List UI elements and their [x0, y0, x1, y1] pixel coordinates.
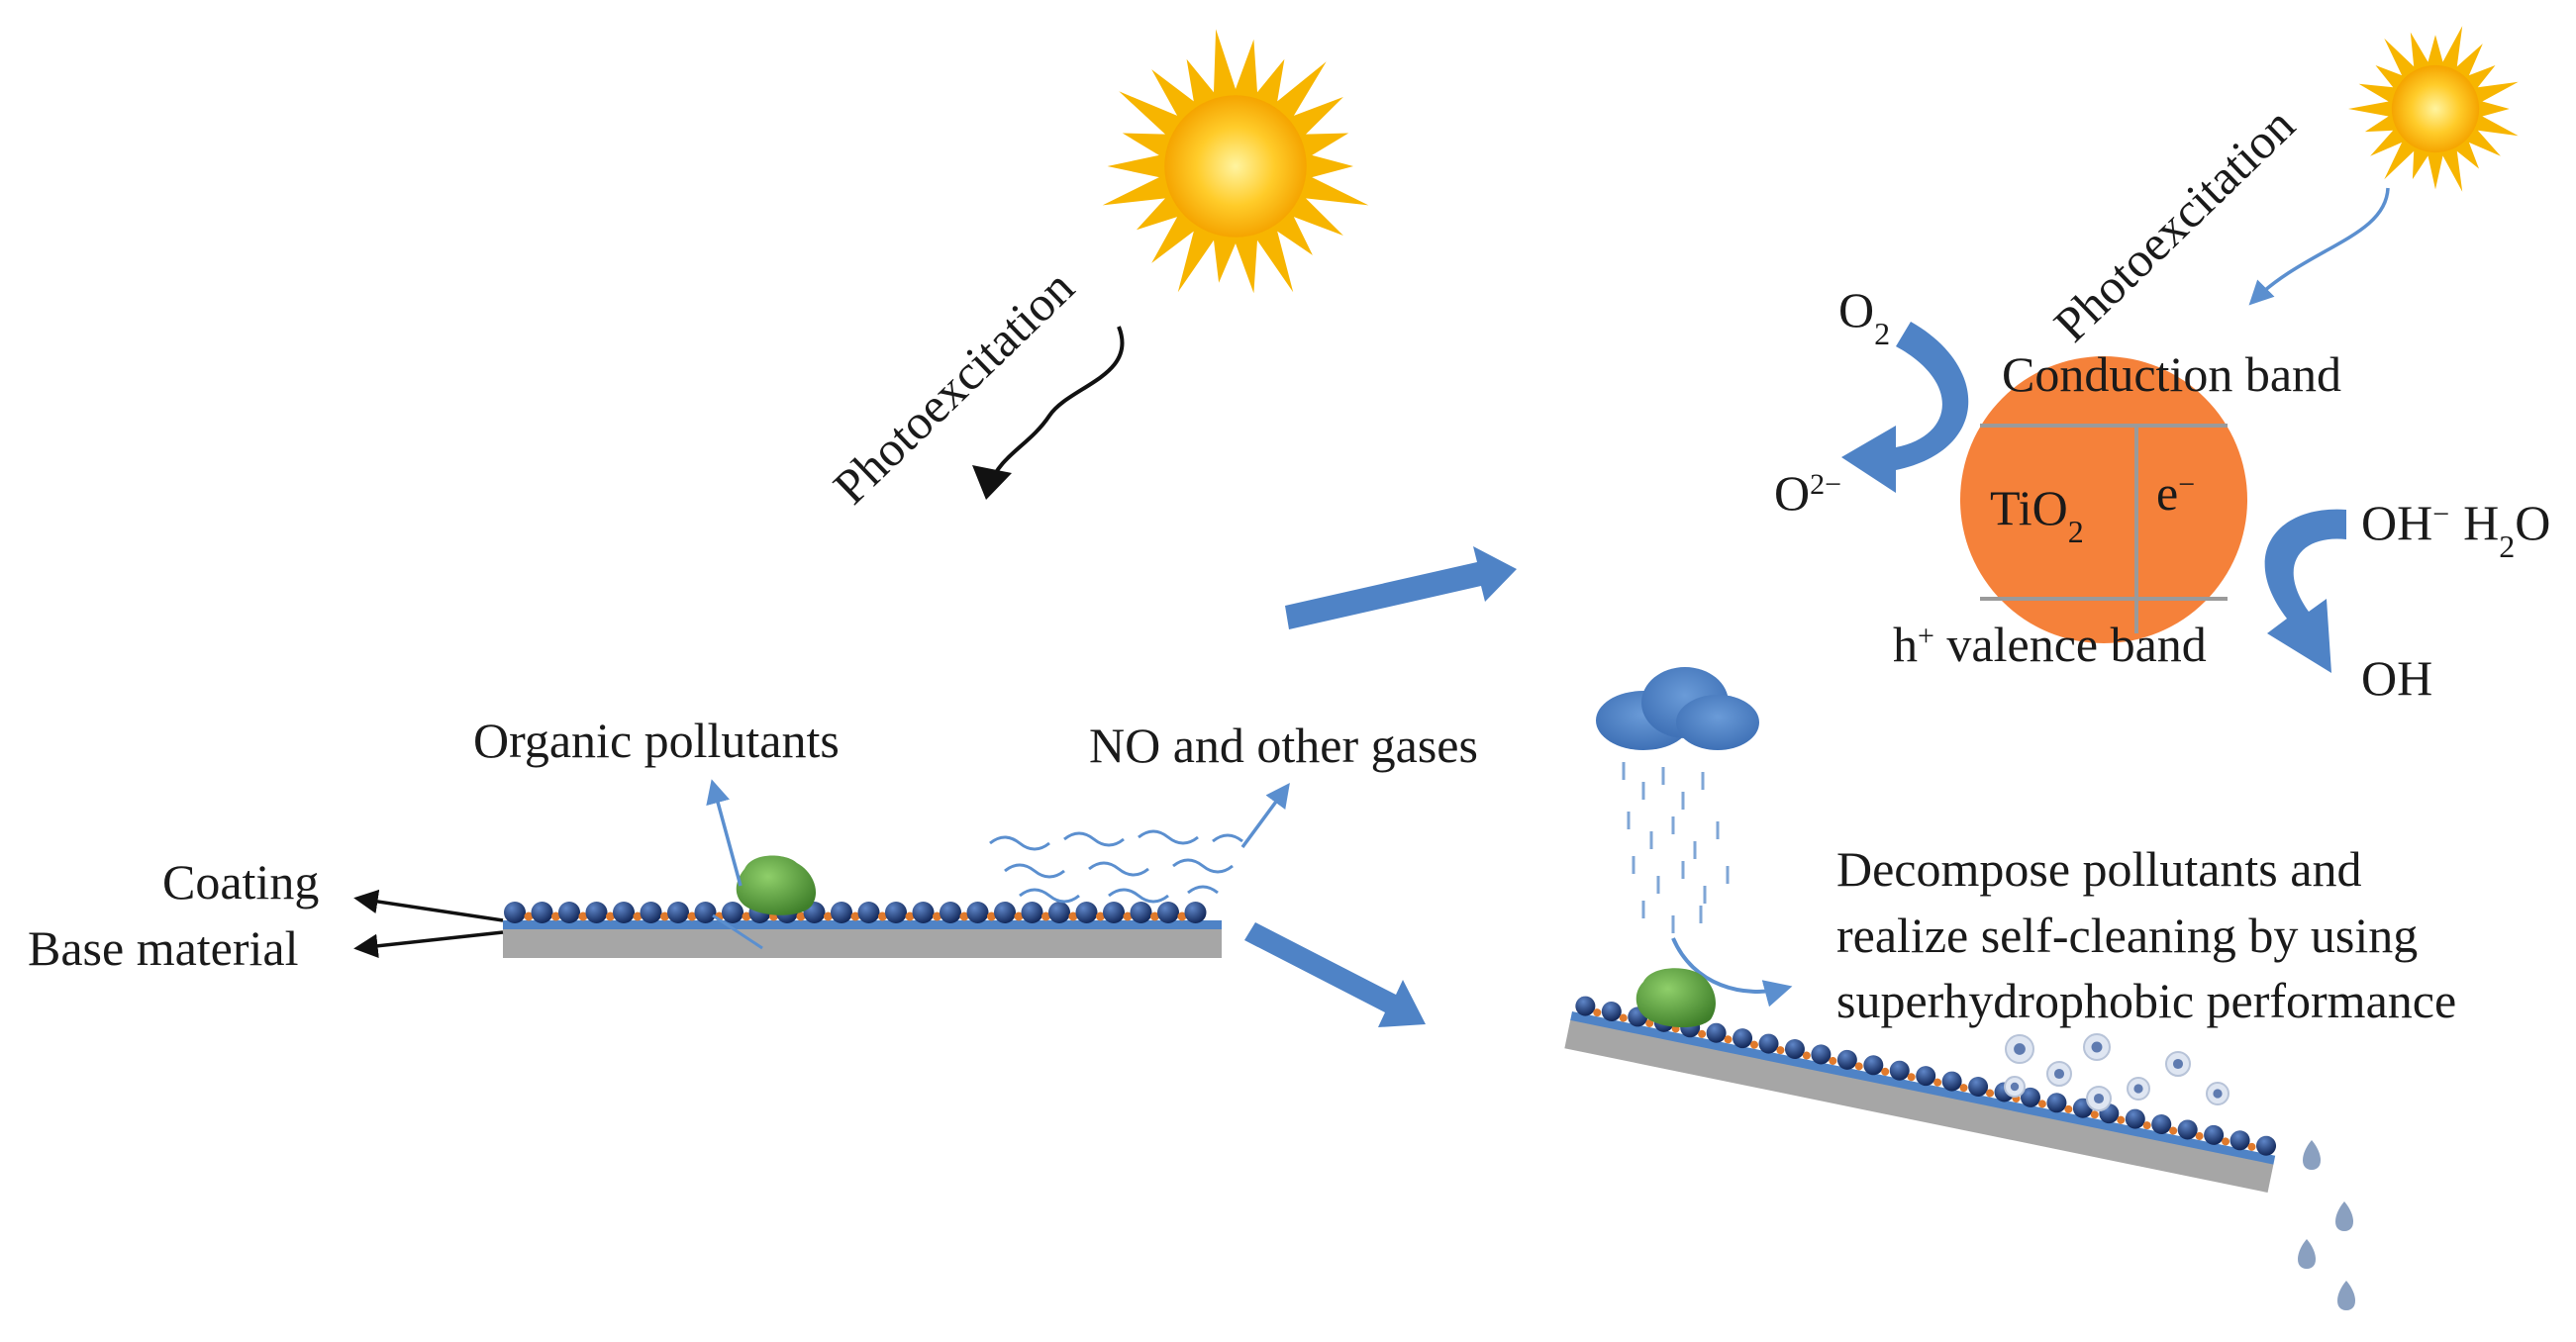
water-flow-arrow: [1671, 937, 1793, 1007]
falling-water-drops: [2298, 1140, 2355, 1310]
pollutant-release-arrow: [706, 779, 743, 887]
valence-band-label: h+ valence band: [1893, 617, 2207, 672]
raindrops: [1622, 762, 1730, 933]
organic-pollutant-particle: [1635, 968, 1716, 1028]
rain-cloud-icon: [1596, 667, 1759, 750]
gas-squiggles: [989, 829, 1243, 904]
photoexcitation-arrow-right: [2248, 187, 2390, 306]
photoexcitation-arrow-left: [972, 326, 1125, 500]
sun-icon: [1102, 29, 1369, 294]
hydroxide-water-label: OH−H2O: [2361, 495, 2550, 564]
base-material-label: Base material: [28, 920, 299, 976]
water-oxidation-arrow: [2264, 509, 2346, 673]
coating-pointer-arrow: [353, 889, 504, 922]
decompose-label-line2: realize self-cleaning by using: [1836, 908, 2418, 963]
decomposed-pollutant-bubbles: [2004, 1033, 2229, 1111]
no-gases-label: NO and other gases: [1089, 718, 1478, 773]
photoexcitation-label-left: Photoexcitation: [823, 259, 1085, 515]
base-material-pointer-arrow: [353, 930, 504, 959]
hydroxyl-label: OH: [2361, 650, 2432, 706]
decompose-label-line3: superhydrophobic performance: [1836, 973, 2456, 1028]
tilted-coated-substrate: [1564, 996, 2277, 1194]
oxygen-reduction-arrow: [1841, 322, 1969, 493]
superoxide-label: O2−: [1774, 465, 1841, 521]
sun-icon: [2348, 26, 2519, 192]
tio2-label: TiO2: [1990, 480, 2084, 549]
tio2-particle: [1960, 356, 2247, 643]
organic-pollutants-label: Organic pollutants: [473, 713, 840, 768]
photoexcitation-label-right: Photoexcitation: [2043, 97, 2306, 352]
pollutant-shadow-line: [712, 913, 763, 950]
coated-substrate: [503, 902, 1222, 958]
flow-arrow-to-selfcleaning: [1244, 922, 1426, 1027]
gas-release-arrow: [1240, 783, 1290, 849]
electron-label: e−: [2156, 465, 2195, 521]
coating-label: Coating: [162, 854, 319, 910]
conduction-band-label: Conduction band: [2002, 346, 2341, 402]
decompose-label-line1: Decompose pollutants and: [1836, 841, 2361, 897]
flow-arrow-to-mechanism: [1285, 546, 1517, 629]
organic-pollutant-particle: [736, 855, 817, 915]
o2-label: O2: [1838, 282, 1890, 351]
